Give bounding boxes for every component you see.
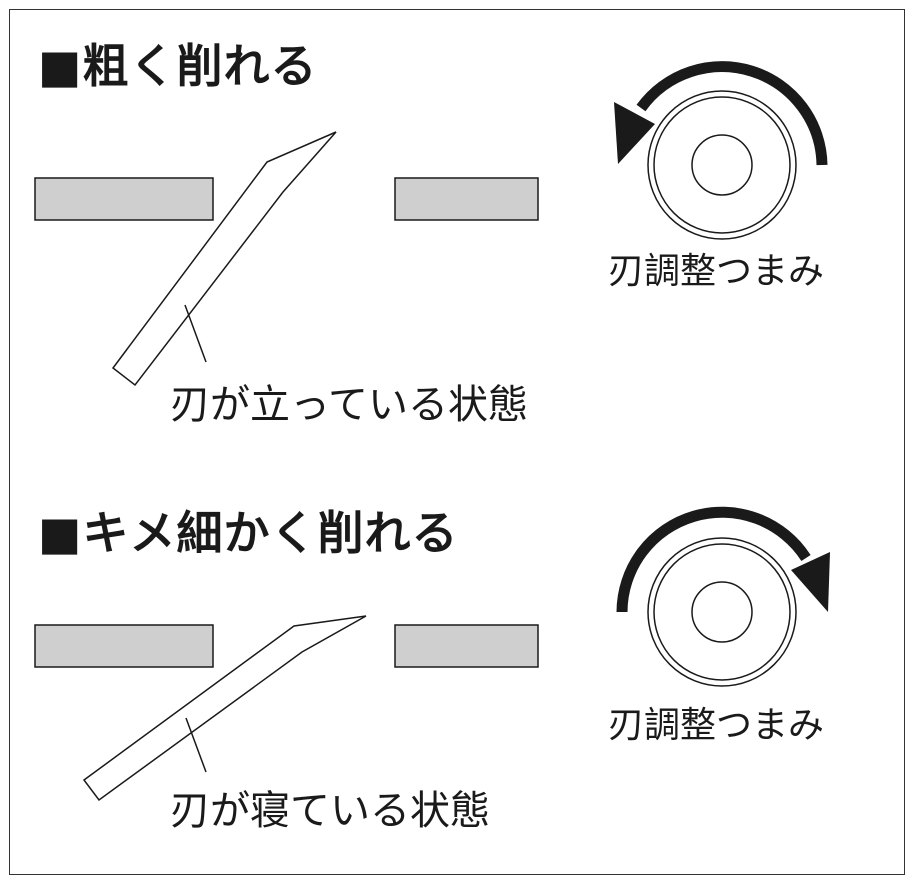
blade-label-lying: 刃が寝ている状態: [170, 788, 490, 834]
section-heading-coarse: ■粗く削れる: [38, 39, 318, 93]
sole-plate-left-1: [34, 177, 214, 221]
leader-line-lying: [185, 717, 207, 773]
sole-plate-right-1: [394, 177, 539, 221]
blade-lying: [82, 615, 367, 802]
rotation-arrow-clockwise: [616, 506, 830, 613]
knob-label-fine: 刃調整つまみ: [608, 705, 825, 746]
knob-label-coarse: 刃調整つまみ: [608, 251, 825, 292]
sole-plate-left-2: [34, 624, 214, 668]
diagram-frame: [9, 9, 905, 875]
adjust-knob-fine: [647, 537, 797, 687]
sole-plate-right-2: [394, 624, 539, 668]
leader-line-upright: [184, 304, 207, 363]
blade-label-upright: 刃が立っている状態: [170, 382, 528, 428]
section-heading-fine: ■キメ細かく削れる: [38, 506, 459, 560]
blade-upright: [111, 131, 337, 387]
adjust-knob-coarse: [647, 90, 797, 240]
rotation-arrow-counterclockwise: [614, 61, 828, 166]
